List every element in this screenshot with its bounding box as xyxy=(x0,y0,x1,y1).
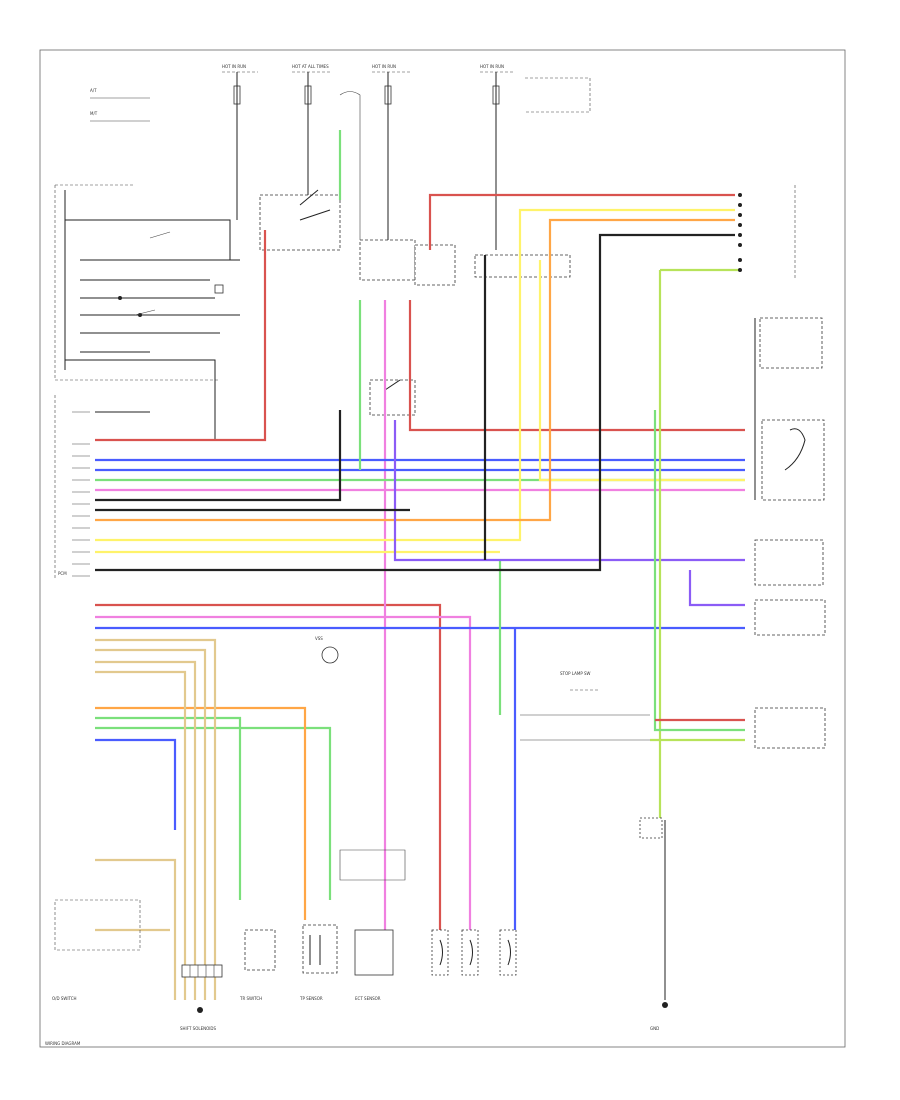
wire-green-5 xyxy=(95,726,332,900)
stoplamp-label: STOP LAMP SW xyxy=(560,671,591,676)
wire-black-3 xyxy=(95,233,735,572)
wire-red-2 xyxy=(428,193,735,250)
tr-switch-label: TR SWITCH xyxy=(239,996,262,1001)
tp-sensor-label: TP SENSOR xyxy=(299,996,323,1001)
fuse-top-1-label: HOT IN RUN xyxy=(222,64,246,69)
wire-violet-2 xyxy=(688,570,745,607)
horizontal-harness xyxy=(95,130,745,1000)
od-switch-label: O/D SWITCH xyxy=(52,996,77,1001)
legend-1: A/T xyxy=(90,88,97,93)
power-feeds: HOT IN RUN HOT AT ALL TIMES HOT IN RUN H… xyxy=(222,64,591,250)
wire-blue-5 xyxy=(95,738,177,830)
footer-label: WIRING DIAGRAM xyxy=(45,1041,81,1046)
wire-green-7 xyxy=(653,410,745,732)
wire-red-3 xyxy=(408,300,745,432)
ect-sensor-box xyxy=(354,929,394,976)
wire-red-4 xyxy=(95,603,442,930)
fuse-top-4-label: HOT IN RUN xyxy=(480,64,504,69)
wire-red-1 xyxy=(95,230,267,442)
wire-tan-3 xyxy=(95,660,197,1000)
legend-2: M/T xyxy=(90,111,98,116)
pcm-label: PCM xyxy=(58,571,67,576)
shift-solenoid-block xyxy=(181,964,223,978)
wire-green-4 xyxy=(95,716,242,900)
right-connector-pins xyxy=(738,193,742,272)
solenoid-coils xyxy=(431,929,517,976)
legend: A/T M/T xyxy=(90,88,150,122)
wire-tan-4 xyxy=(95,670,187,1000)
wire-yellow-3 xyxy=(538,260,745,482)
wire-yellow-1 xyxy=(95,208,735,542)
wire-black-1 xyxy=(95,410,342,502)
bottom-components: SHIFT SOLENOIDS TR SWITCH TP SENSOR ECT … xyxy=(52,636,668,1031)
wire-orange-1 xyxy=(95,218,735,522)
fuse-top-2-label: HOT AT ALL TIMES xyxy=(292,64,329,69)
ground-label: GND xyxy=(650,1026,659,1031)
diagram-border xyxy=(39,49,846,1048)
ect-sensor-label: ECT SENSOR xyxy=(355,996,381,1001)
vss-label: VSS xyxy=(315,636,323,641)
solenoid-label: SHIFT SOLENOIDS xyxy=(180,1026,217,1031)
wire-tan-5 xyxy=(95,858,177,1000)
tr-switch-box xyxy=(244,929,276,971)
wire-tan-2 xyxy=(95,648,207,1000)
wire-pink-3 xyxy=(95,615,472,930)
wire-violet-1 xyxy=(393,420,745,562)
right-modules xyxy=(738,185,826,749)
left-switch-block xyxy=(54,184,240,440)
wire-orange-2 xyxy=(95,706,307,920)
relays xyxy=(259,189,571,416)
wire-tan-1 xyxy=(95,638,217,1000)
fuse-top-3-label: HOT IN RUN xyxy=(372,64,396,69)
pcm-connector: PCM xyxy=(54,395,150,580)
